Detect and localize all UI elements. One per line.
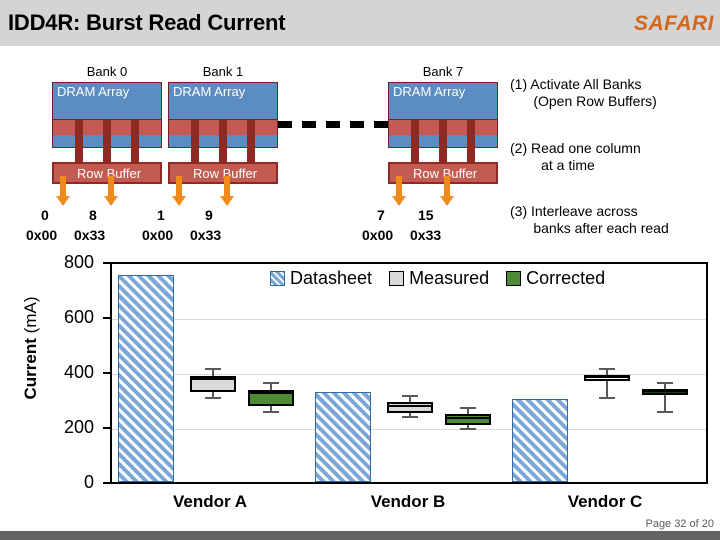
box-corrected-vendor-c [642, 381, 688, 414]
bitline-7-a [411, 120, 419, 168]
column-number-1-b: 9 [205, 207, 213, 223]
column-address-7-a: 0x00 [362, 227, 394, 243]
column-address-1-b: 0x33 [190, 227, 222, 243]
column-address-1-a: 0x00 [142, 227, 174, 243]
bank-block-0: DRAM Array Row Buffer [52, 82, 162, 186]
gridline-600 [112, 319, 706, 320]
row-buffer-label: Row Buffer [412, 166, 478, 181]
x-axis-label-vendor-a: Vendor A [173, 492, 247, 511]
y-tick-800: 800 [63, 252, 94, 272]
bitline-0-c [131, 120, 139, 168]
x-axis-label-vendor-b: Vendor B [370, 492, 446, 511]
y-tick-0: 0 [83, 472, 94, 492]
y-tickmark-800 [103, 262, 110, 264]
dram-array-0: DRAM Array [52, 82, 162, 120]
legend-swatch-measured-icon [389, 271, 405, 286]
legend-item-corrected: Corrected [506, 268, 605, 289]
bitline-7-b [439, 120, 447, 168]
bitline-1-b [219, 120, 227, 168]
y-tickmark-0 [103, 482, 110, 484]
row-buffer-label: Row Buffer [76, 166, 142, 181]
bitline-1-a [191, 120, 199, 168]
page-number: Page 32 of 20 [645, 518, 714, 530]
box-measured-vendor-b [387, 394, 433, 419]
bar-datasheet-vendor-b [315, 392, 371, 482]
box-corrected-vendor-a [248, 381, 294, 414]
dram-array-label: DRAM Array [393, 84, 466, 99]
step-note-2: (2) Read one column at a time [510, 140, 641, 173]
x-axis-label-vendor-c: Vendor C [567, 492, 643, 511]
bank-title-0: Bank 0 [86, 64, 128, 79]
legend-swatch-datasheet-icon [270, 271, 285, 286]
dram-bank-diagram: Bank 0 DRAM Array Row Buffer 0 8 0x00 0x… [0, 46, 720, 251]
bitline-0-a [75, 120, 83, 168]
box-corrected-vendor-b [445, 406, 491, 431]
page-title: IDD4R: Burst Read Current [8, 10, 286, 35]
row-buffer-0: Row Buffer [52, 162, 162, 184]
safari-logo: SAFARI [633, 12, 714, 35]
bank-ellipsis-dashed-line [278, 121, 390, 128]
column-number-7-a: 7 [377, 207, 385, 223]
dram-array-7: DRAM Array [388, 82, 498, 120]
legend-item-measured: Measured [389, 268, 489, 289]
y-tickmark-200 [103, 427, 110, 429]
dram-array-1: DRAM Array [168, 82, 278, 120]
y-tick-600: 600 [63, 307, 94, 327]
y-tick-400: 400 [63, 362, 94, 382]
chart-legend: Datasheet Measured Corrected [270, 268, 605, 289]
y-tickmark-600 [103, 317, 110, 319]
y-axis-label: Current (mA) [21, 273, 41, 423]
bar-datasheet-vendor-c [512, 399, 568, 482]
bar-datasheet-vendor-a [118, 275, 174, 482]
column-address-7-b: 0x33 [410, 227, 442, 243]
y-tickmark-400 [103, 372, 110, 374]
bitline-7-c [467, 120, 475, 168]
column-number-0-a: 0 [41, 207, 49, 223]
bank-block-7: DRAM Array Row Buffer [388, 82, 498, 186]
plot-area: Datasheet Measured Corrected [110, 262, 708, 484]
legend-label-corrected: Corrected [526, 268, 606, 288]
y-tick-200: 200 [63, 417, 94, 437]
column-number-1-a: 1 [157, 207, 165, 223]
bitline-1-c [247, 120, 255, 168]
column-address-0-b: 0x33 [74, 227, 106, 243]
gridline-400 [112, 374, 706, 375]
bank-block-1: DRAM Array Row Buffer [168, 82, 278, 186]
column-number-7-b: 15 [418, 207, 434, 223]
dram-array-label: DRAM Array [57, 84, 130, 99]
box-measured-vendor-c [584, 367, 630, 400]
gridline-200 [112, 429, 706, 430]
bitline-0-b [103, 120, 111, 168]
dram-array-label: DRAM Array [173, 84, 246, 99]
row-buffer-7: Row Buffer [388, 162, 498, 184]
step-note-3: (3) Interleave across banks after each r… [510, 203, 669, 236]
legend-label-datasheet: Datasheet [290, 268, 373, 288]
footer-bar [0, 531, 720, 540]
legend-swatch-corrected-icon [506, 271, 522, 286]
step-note-1: (1) Activate All Banks (Open Row Buffers… [510, 76, 657, 109]
box-measured-vendor-a [190, 367, 236, 400]
bank-title-1: Bank 1 [202, 64, 244, 79]
bank-title-7: Bank 7 [422, 64, 464, 79]
row-buffer-1: Row Buffer [168, 162, 278, 184]
column-number-0-b: 8 [89, 207, 97, 223]
row-buffer-label: Row Buffer [192, 166, 258, 181]
idd4r-current-chart: Current (mA) 800 600 400 200 0 Datasheet… [0, 250, 720, 515]
legend-item-datasheet: Datasheet [270, 268, 372, 289]
slide-header: IDD4R: Burst Read Current SAFARI [0, 0, 720, 46]
legend-label-measured: Measured [409, 268, 490, 288]
column-address-0-a: 0x00 [26, 227, 58, 243]
